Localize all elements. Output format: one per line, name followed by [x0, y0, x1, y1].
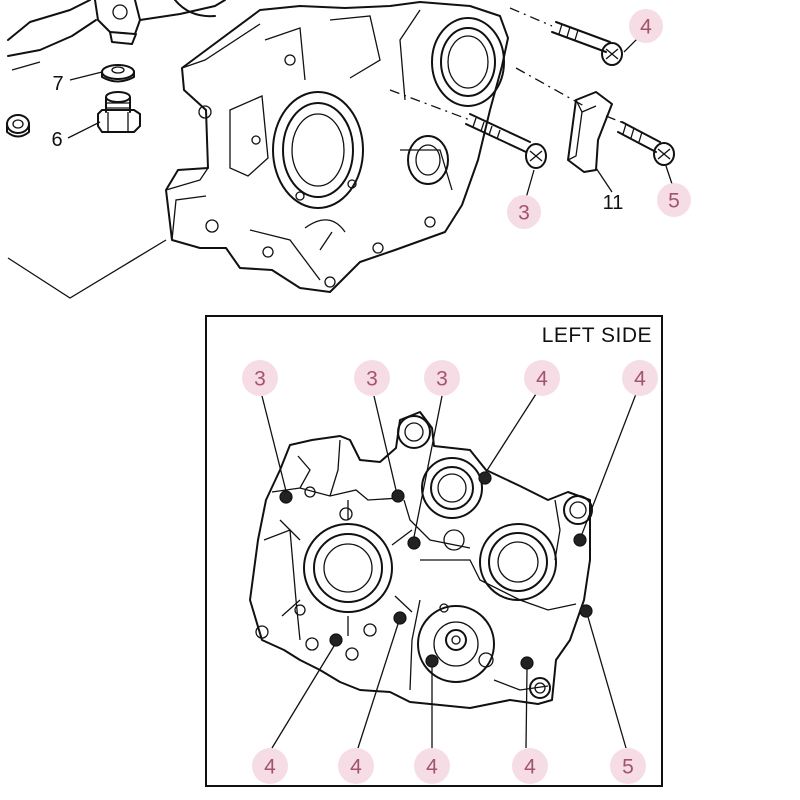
- clamp-bracket: [515, 67, 627, 173]
- crankcase-half: [165, 1, 509, 293]
- part-number-11: 11: [603, 192, 624, 214]
- dowel-pin: [6, 114, 30, 138]
- bolt-holes: [279, 471, 593, 670]
- callout-badge: 3: [242, 360, 278, 396]
- main-bearing-bore: [272, 91, 364, 209]
- leader-11: [595, 167, 613, 193]
- bolt-hole: [391, 489, 405, 503]
- leader-t5: [665, 165, 673, 185]
- bolt-hole: [393, 611, 407, 625]
- drain-plug: [97, 91, 141, 133]
- callout-badge: 5: [657, 183, 691, 217]
- svg-text:4: 4: [264, 756, 276, 779]
- svg-text:4: 4: [536, 368, 548, 391]
- top-exploded-view: 7 6 11 4 3 5: [6, 0, 691, 299]
- washer: [101, 64, 135, 83]
- callout-badge: 3: [507, 195, 541, 229]
- callout-badge: 5: [610, 748, 646, 784]
- crankcase-leader: [7, 239, 167, 299]
- callout-badge: 3: [424, 360, 460, 396]
- bolt-hole: [407, 536, 421, 550]
- inset-right-bore: [479, 523, 557, 601]
- crankcase-left-view: [249, 411, 593, 709]
- svg-text:3: 3: [366, 368, 378, 391]
- svg-text:3: 3: [436, 368, 448, 391]
- svg-text:3: 3: [254, 368, 266, 391]
- bolt-hole: [579, 604, 593, 618]
- svg-text:5: 5: [622, 756, 634, 779]
- leader-t3: [525, 169, 535, 199]
- svg-text:4: 4: [426, 756, 438, 779]
- inset-upper-bore: [421, 457, 483, 519]
- cover-fragment: [7, 0, 226, 71]
- inset-lower-bore: [417, 605, 495, 683]
- left-side-inset: LEFT SIDE: [205, 315, 663, 787]
- long-bolt: [389, 89, 547, 169]
- inset-frame: [205, 315, 663, 787]
- leader-7: [69, 71, 103, 81]
- bolt-hole: [425, 654, 439, 668]
- part-number-6: 6: [51, 129, 62, 151]
- bolt-hole: [279, 490, 293, 504]
- callout-badge: 4: [414, 748, 450, 784]
- svg-text:4: 4: [524, 756, 536, 779]
- inset-leaders: [261, 393, 637, 749]
- inset-main-bore: [279, 500, 413, 636]
- callout-badge: 4: [622, 360, 658, 396]
- bolt-hole: [329, 633, 343, 647]
- inset-title: LEFT SIDE: [542, 324, 652, 347]
- svg-text:4: 4: [634, 368, 646, 391]
- leader-6: [67, 121, 101, 139]
- short-bolt: [617, 121, 675, 166]
- svg-text:4: 4: [350, 756, 362, 779]
- callout-badge: 4: [252, 748, 288, 784]
- part-number-7: 7: [52, 73, 63, 95]
- upper-right-bore: [431, 17, 505, 107]
- svg-text:3: 3: [518, 202, 530, 225]
- svg-text:5: 5: [668, 190, 680, 213]
- callout-badge: 4: [524, 360, 560, 396]
- lower-right-bore: [407, 135, 449, 185]
- callout-badge: 4: [629, 9, 663, 43]
- callout-badge: 3: [354, 360, 390, 396]
- callout-badge: 4: [338, 748, 374, 784]
- bolt-hole: [573, 533, 587, 547]
- bolt-hole: [478, 471, 492, 485]
- upper-bolt: [509, 7, 623, 66]
- callout-badge: 4: [512, 748, 548, 784]
- bolt-hole: [520, 656, 534, 670]
- svg-text:4: 4: [640, 16, 652, 39]
